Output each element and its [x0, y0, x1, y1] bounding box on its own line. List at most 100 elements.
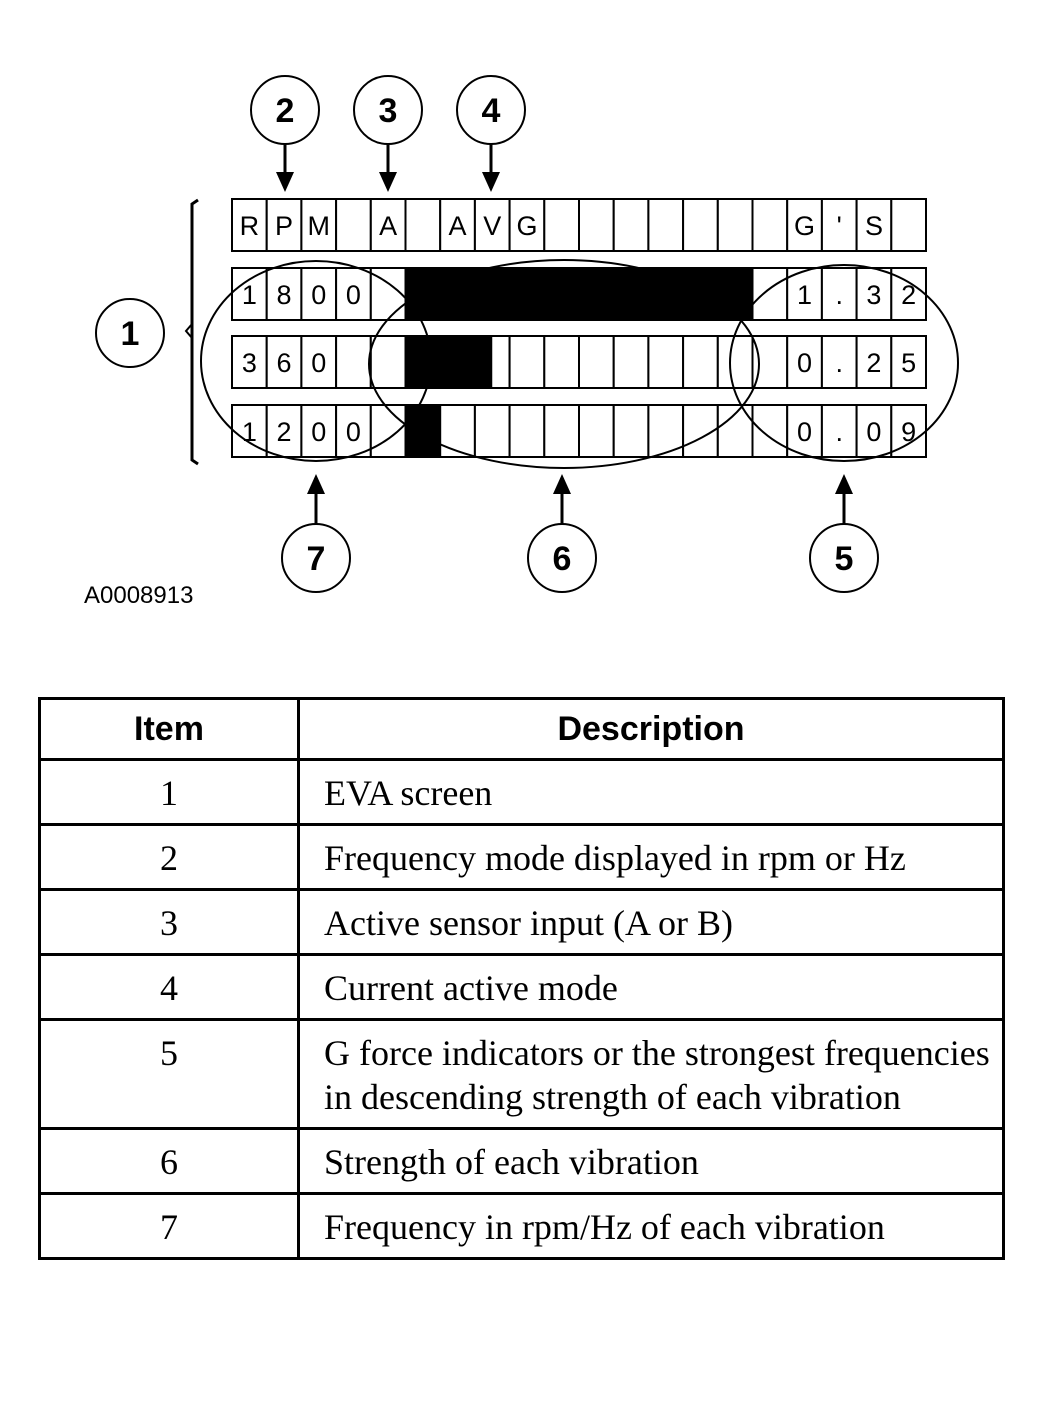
- display-cell: [786, 198, 823, 252]
- callout-5-label: 5: [835, 540, 854, 578]
- item-description: Frequency in rpm/Hz of each vibration: [297, 1192, 1005, 1260]
- display-cell: [612, 198, 650, 252]
- display-cell: [855, 198, 893, 252]
- gforce-digit: .: [835, 280, 843, 310]
- display-cell: [786, 335, 823, 389]
- display-cell: [751, 267, 789, 321]
- display-cell: [716, 335, 754, 389]
- callout-1-label: 1: [121, 315, 140, 353]
- frequency-digit: 1: [242, 280, 257, 310]
- callout-7-label: 7: [307, 540, 326, 578]
- header-char: ': [837, 211, 842, 241]
- legend-table: Item Description 1 EVA screen 2 Frequenc…: [38, 697, 1005, 1260]
- header-description: Description: [297, 697, 1005, 761]
- gforce-digit: 5: [901, 348, 916, 378]
- callout-4-label: 4: [482, 92, 501, 130]
- gforce-digit: .: [835, 417, 843, 447]
- item-number: 4: [38, 953, 300, 1021]
- display-cell: [682, 198, 719, 252]
- frequency-digit: 0: [311, 417, 326, 447]
- callout-6: 6: [527, 474, 597, 593]
- strength-group-ellipse: [368, 259, 760, 469]
- item-number: 2: [38, 823, 300, 891]
- display-cell: [786, 404, 823, 458]
- frequency-digit: 0: [311, 280, 326, 310]
- table-row: 2 Frequency mode displayed in rpm or Hz: [38, 823, 1005, 891]
- callout-7: 7: [281, 474, 351, 593]
- callout-3: 3: [353, 75, 423, 192]
- gforce-digit: 1: [797, 280, 812, 310]
- gforce-digit: 3: [866, 280, 881, 310]
- header-char: G: [516, 211, 537, 241]
- display-cell: [335, 198, 372, 252]
- strength-bar: [405, 336, 493, 388]
- callout-2: 2: [250, 75, 320, 192]
- display-cell: [300, 198, 338, 252]
- display-cell: [647, 404, 685, 458]
- header-char: V: [483, 211, 501, 241]
- display-cell: [578, 198, 615, 252]
- header-char: A: [449, 211, 467, 241]
- strength-bar: [405, 268, 753, 320]
- item-number: 3: [38, 888, 300, 956]
- item-description: Current active mode: [297, 953, 1005, 1021]
- strength-bar: [405, 405, 441, 457]
- display-cell: [335, 335, 372, 389]
- item-number: 7: [38, 1192, 300, 1260]
- display-cell: [751, 404, 789, 458]
- display-cell: [647, 198, 685, 252]
- display-cell: [300, 267, 338, 321]
- display-cell: [578, 335, 615, 389]
- display-cell: [508, 198, 546, 252]
- table-row: 3 Active sensor input (A or B): [38, 888, 1005, 956]
- table-row: 5 G force indicators or the strongest fr…: [38, 1018, 1005, 1130]
- reading-row: [231, 404, 927, 458]
- item-description: Strength of each vibration: [297, 1127, 1005, 1195]
- display-cell: [890, 335, 927, 389]
- bracket-pointer: [184, 323, 193, 339]
- callout-2-label: 2: [276, 92, 295, 130]
- display-cell: [265, 198, 303, 252]
- table-row: 1 EVA screen: [38, 758, 1005, 826]
- display-cell: [508, 335, 546, 389]
- item-number: 5: [38, 1018, 300, 1130]
- gforce-group-ellipse: [729, 264, 959, 462]
- display-cell: [890, 198, 927, 252]
- callout-4: 4: [456, 75, 526, 192]
- display-cell: [265, 267, 303, 321]
- frequency-group-ellipse: [200, 260, 432, 462]
- display-cell: [855, 404, 893, 458]
- display-cell: [716, 198, 754, 252]
- gforce-digit: 2: [866, 348, 881, 378]
- callout-5: 5: [809, 474, 879, 593]
- frequency-digit: 2: [277, 417, 292, 447]
- frequency-digit: 3: [242, 348, 257, 378]
- display-cell: [612, 404, 650, 458]
- display-cell: [543, 198, 580, 252]
- display-cell: [786, 267, 823, 321]
- display-cell: [751, 198, 789, 252]
- display-cell: [543, 335, 580, 389]
- header-char: M: [308, 211, 331, 241]
- gforce-digit: 0: [866, 417, 881, 447]
- callout-3-label: 3: [379, 92, 398, 130]
- item-description: Frequency mode displayed in rpm or Hz: [297, 823, 1005, 891]
- frequency-digit: 8: [277, 280, 292, 310]
- gforce-digit: 9: [901, 417, 916, 447]
- frequency-digit: 0: [346, 417, 361, 447]
- display-cell: [508, 404, 546, 458]
- item-number: 6: [38, 1127, 300, 1195]
- display-cell: [820, 335, 858, 389]
- display-cell: [751, 335, 789, 389]
- display-cell: [820, 267, 858, 321]
- table-row: 6 Strength of each vibration: [38, 1127, 1005, 1195]
- display-cell: [820, 404, 858, 458]
- display-cell: [647, 335, 685, 389]
- frequency-digit: 0: [346, 280, 361, 310]
- display-cell: [231, 335, 268, 389]
- display-cell: [369, 404, 407, 458]
- gforce-digit: 2: [901, 280, 916, 310]
- reading-row: [231, 335, 927, 389]
